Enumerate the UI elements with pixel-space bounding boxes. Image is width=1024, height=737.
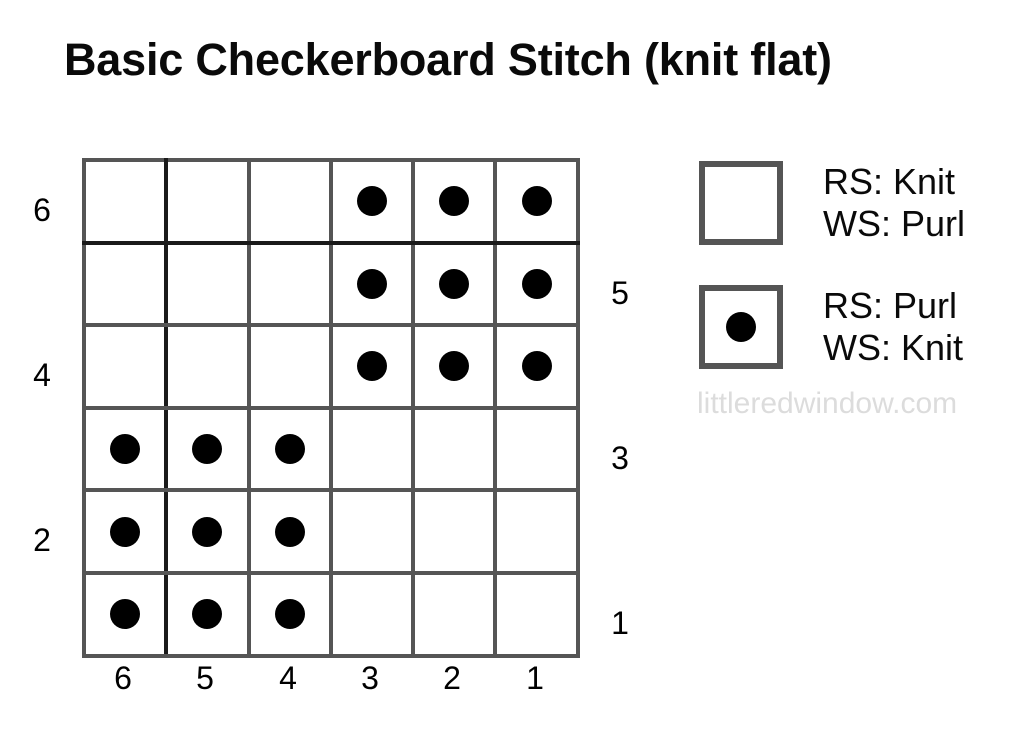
purl-dot-icon — [521, 186, 552, 217]
cell-r1-c4[interactable] — [246, 570, 333, 658]
cell-r5-c2[interactable] — [411, 240, 498, 328]
col-label-1: 1 — [526, 660, 544, 696]
cell-r5-c4[interactable] — [246, 240, 333, 328]
cell-r2-c3[interactable] — [328, 488, 416, 575]
chart-row-1 — [81, 570, 580, 658]
cell-r4-c5[interactable] — [164, 323, 251, 410]
cell-r1-c1[interactable] — [493, 570, 580, 658]
cell-r4-c1[interactable] — [493, 323, 580, 410]
row-label-left-4: 4 — [33, 357, 51, 393]
cell-r6-c6[interactable] — [81, 158, 169, 245]
row-label-right-3: 3 — [611, 440, 629, 476]
cell-r6-c3[interactable] — [328, 158, 416, 245]
cell-r3-c6[interactable] — [81, 405, 169, 493]
chart-row-2 — [81, 488, 580, 575]
chart-row-6 — [81, 158, 580, 245]
purl-dot-icon — [439, 186, 470, 217]
legend-swatch-dot-square-icon — [699, 285, 783, 369]
purl-dot-icon — [357, 186, 388, 217]
purl-dot-icon — [110, 599, 141, 630]
purl-dot-icon — [521, 351, 552, 382]
cell-r5-c5[interactable] — [164, 240, 251, 328]
purl-dot-icon — [274, 516, 305, 547]
legend-item-purl: RS: Purl WS: Knit — [699, 285, 963, 369]
legend-label-purl: RS: Purl WS: Knit — [823, 285, 963, 369]
purl-dot-icon — [192, 434, 223, 465]
cell-r3-c1[interactable] — [493, 405, 580, 493]
chart-row-3 — [81, 405, 580, 493]
cell-r4-c3[interactable] — [328, 323, 416, 410]
purl-dot-icon — [274, 434, 305, 465]
legend-knit-ws-line: WS: Purl — [823, 203, 966, 244]
legend-knit-rs-line: RS: Knit — [823, 161, 956, 203]
purl-dot-icon — [439, 351, 470, 382]
col-label-5: 5 — [196, 660, 214, 696]
legend-swatch-empty-square-icon — [699, 161, 783, 245]
col-label-2: 2 — [443, 660, 461, 696]
legend-item-knit: RS: Knit WS: Purl — [699, 161, 965, 245]
cell-r3-c4[interactable] — [246, 405, 333, 493]
purl-dot-icon — [726, 312, 756, 342]
purl-dot-icon — [110, 516, 141, 547]
cell-r5-c6[interactable] — [81, 240, 169, 328]
cell-r1-c5[interactable] — [164, 570, 251, 658]
legend-label-knit: RS: Knit WS: Purl — [823, 161, 965, 245]
legend-purl-ws-line: WS: Knit — [823, 327, 964, 368]
cell-r2-c4[interactable] — [246, 488, 333, 575]
purl-dot-icon — [192, 516, 223, 547]
purl-dot-icon — [274, 599, 305, 630]
cell-r2-c1[interactable] — [493, 488, 580, 575]
cell-r1-c2[interactable] — [411, 570, 498, 658]
col-label-6: 6 — [114, 660, 132, 696]
cell-r3-c5[interactable] — [164, 405, 251, 493]
chart-table — [81, 158, 580, 658]
cell-r6-c1[interactable] — [493, 158, 580, 245]
row-label-right-5: 5 — [611, 275, 629, 311]
col-label-3: 3 — [361, 660, 379, 696]
cell-r6-c2[interactable] — [411, 158, 498, 245]
cell-r6-c5[interactable] — [164, 158, 251, 245]
cell-r2-c6[interactable] — [81, 488, 169, 575]
cell-r2-c2[interactable] — [411, 488, 498, 575]
cell-r3-c3[interactable] — [328, 405, 416, 493]
cell-r5-c3[interactable] — [328, 240, 416, 328]
row-label-left-2: 2 — [33, 522, 51, 558]
purl-dot-icon — [192, 599, 223, 630]
cell-r4-c2[interactable] — [411, 323, 498, 410]
cell-r3-c2[interactable] — [411, 405, 498, 493]
legend-purl-rs-line: RS: Purl — [823, 285, 958, 327]
cell-r2-c5[interactable] — [164, 488, 251, 575]
purl-dot-icon — [521, 268, 552, 299]
cell-r4-c4[interactable] — [246, 323, 333, 410]
col-label-4: 4 — [279, 660, 297, 696]
cell-r1-c3[interactable] — [328, 570, 416, 658]
row-label-right-1: 1 — [611, 605, 629, 641]
cell-r6-c4[interactable] — [246, 158, 333, 245]
chart-row-4 — [81, 323, 580, 410]
purl-dot-icon — [439, 268, 470, 299]
row-label-left-6: 6 — [33, 192, 51, 228]
purl-dot-icon — [357, 268, 388, 299]
cell-r1-c6[interactable] — [81, 570, 169, 658]
page-title: Basic Checkerboard Stitch (knit flat) — [64, 34, 832, 85]
chart-row-5 — [81, 240, 580, 328]
cell-r5-c1[interactable] — [493, 240, 580, 328]
cell-r4-c6[interactable] — [81, 323, 169, 410]
purl-dot-icon — [357, 351, 388, 382]
stitch-chart-grid — [81, 158, 580, 658]
purl-dot-icon — [110, 434, 141, 465]
watermark: littleredwindow.com — [697, 387, 958, 420]
